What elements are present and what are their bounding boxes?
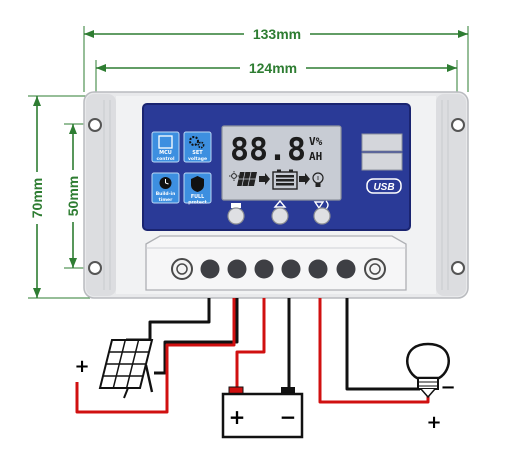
arrow-left-icon — [84, 30, 94, 38]
up-arrow-icon — [273, 199, 287, 208]
lamp-minus-label: − — [440, 377, 455, 398]
mount-hole — [451, 118, 465, 132]
label-bg — [64, 170, 82, 222]
lcd-display: 88.8 V% AH — [221, 125, 342, 201]
full-protect-icon: FULL protect — [183, 172, 212, 206]
battery-lcd-icon — [272, 169, 298, 190]
down-button[interactable] — [313, 207, 331, 225]
battery-body — [221, 392, 304, 439]
arrow-right-icon — [259, 173, 270, 185]
svg-text:SET: SET — [192, 150, 203, 156]
mcu-control-icon: MCU control — [151, 131, 180, 163]
svg-text:timer: timer — [159, 197, 173, 203]
wire-battery-positive — [235, 298, 266, 394]
arrow-down-icon — [33, 288, 41, 298]
bulb-lcd-icon — [312, 172, 324, 187]
label-bg — [244, 24, 310, 42]
battery-icon: + − — [221, 386, 304, 439]
usb-port-bottom — [361, 152, 403, 171]
dim-label-50: 50mm — [65, 176, 81, 216]
svg-text:MCU: MCU — [159, 150, 172, 156]
mount-hole — [451, 261, 465, 275]
usb-ports — [361, 133, 403, 171]
up-button[interactable] — [271, 207, 289, 225]
right-rail — [436, 94, 466, 296]
svg-text:protect: protect — [188, 200, 207, 206]
dim-label-133: 133mm — [253, 26, 301, 42]
usb-label: USB — [373, 182, 394, 193]
wire-load-positive — [318, 298, 430, 404]
svg-text:Build-in: Build-in — [156, 191, 176, 197]
terminal-load-pos — [308, 259, 328, 279]
menu-button[interactable] — [227, 207, 245, 225]
bulb-base — [417, 377, 439, 390]
wire-load-negative — [345, 298, 420, 391]
build-in-timer-icon: Build-in timer — [151, 172, 180, 204]
cooling-fins — [103, 100, 449, 290]
solar-panel-lcd-icon — [237, 171, 257, 187]
terminal-solar-pos — [227, 259, 247, 279]
light-bulb-icon — [406, 342, 450, 399]
dim-label-124: 124mm — [249, 60, 297, 76]
dimension-lines: 133mm 124mm 70mm 50mm — [28, 24, 469, 299]
lamp-plus-label: + — [426, 412, 441, 433]
arrow-right-icon — [447, 64, 457, 72]
down-arrow-icon — [313, 200, 329, 210]
solar-panel-icon — [98, 339, 154, 399]
battery-plus-label: + — [229, 405, 246, 429]
mount-hole — [88, 261, 102, 275]
arrow-up-icon — [33, 96, 41, 106]
arrow-right-icon — [458, 30, 468, 38]
svg-text:FULL: FULL — [191, 194, 204, 200]
terminal-solar-neg — [200, 259, 220, 279]
terminal-load-neg — [336, 259, 356, 279]
lcd-unit-bottom: AH — [309, 150, 322, 163]
front-panel: MCU control SET voltage Build-in timer F… — [142, 103, 411, 231]
label-bg — [28, 172, 46, 224]
battery-negative-post — [281, 387, 295, 395]
usb-logo: USB — [366, 178, 402, 194]
left-rail — [86, 94, 116, 296]
lcd-unit-top: V% — [309, 135, 323, 148]
battery-minus-label: − — [280, 405, 297, 429]
arrow-down-icon — [69, 258, 77, 268]
terminal-battery-pos — [254, 259, 274, 279]
svg-text:control: control — [157, 156, 175, 162]
terminal-battery-neg — [281, 259, 301, 279]
terminal-block — [145, 235, 407, 291]
solar-plus-label: + — [74, 356, 89, 377]
label-bg — [240, 58, 306, 76]
screw-right — [364, 258, 386, 280]
wire-solar-negative — [126, 298, 211, 342]
screw-left — [171, 258, 193, 280]
set-voltage-icon: SET voltage — [183, 131, 212, 163]
arrow-up-icon — [69, 124, 77, 134]
svg-text:voltage: voltage — [188, 156, 207, 162]
mount-hole — [88, 118, 102, 132]
arrow-left-icon — [96, 64, 106, 72]
usb-port-top — [361, 133, 403, 152]
wire-solar-positive — [75, 298, 236, 414]
arrow-right-icon — [299, 173, 310, 185]
lcd-digits: 88.8 — [230, 132, 306, 168]
dim-label-70: 70mm — [29, 178, 45, 218]
sun-icon — [229, 171, 239, 181]
